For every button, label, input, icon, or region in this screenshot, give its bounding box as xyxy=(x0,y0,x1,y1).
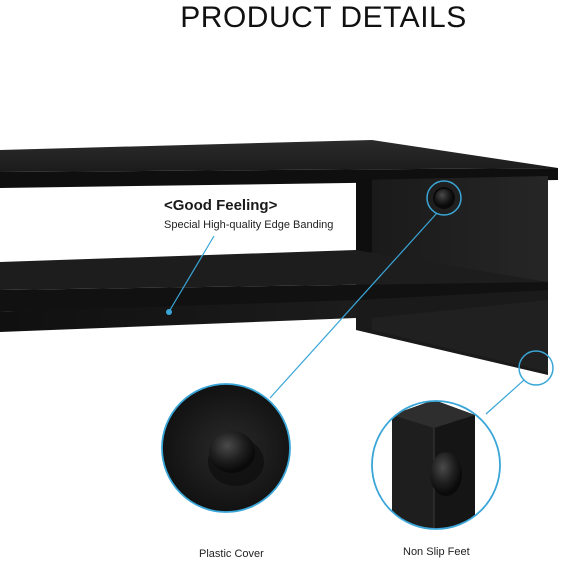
plastic-cover-zoom xyxy=(161,383,291,513)
non-slip-feet-caption: Non Slip Feet xyxy=(403,546,470,558)
stand-base-block xyxy=(356,290,548,375)
edge-banding-dot xyxy=(166,309,172,315)
plastic-cover-caption: Plastic Cover xyxy=(199,548,264,560)
stand-top-shelf xyxy=(0,140,558,188)
feature-title: <Good Feeling> xyxy=(164,197,278,214)
feature-subtitle: Special High-quality Edge Banding xyxy=(164,219,334,231)
plastic-cover-marker xyxy=(426,180,462,216)
page-title: PRODUCT DETAILS xyxy=(180,1,467,34)
non-slip-feet-zoom xyxy=(371,400,501,530)
callout-lines xyxy=(169,212,525,415)
non-slip-feet-marker xyxy=(518,350,554,386)
stand-middle-shelf xyxy=(0,250,548,332)
